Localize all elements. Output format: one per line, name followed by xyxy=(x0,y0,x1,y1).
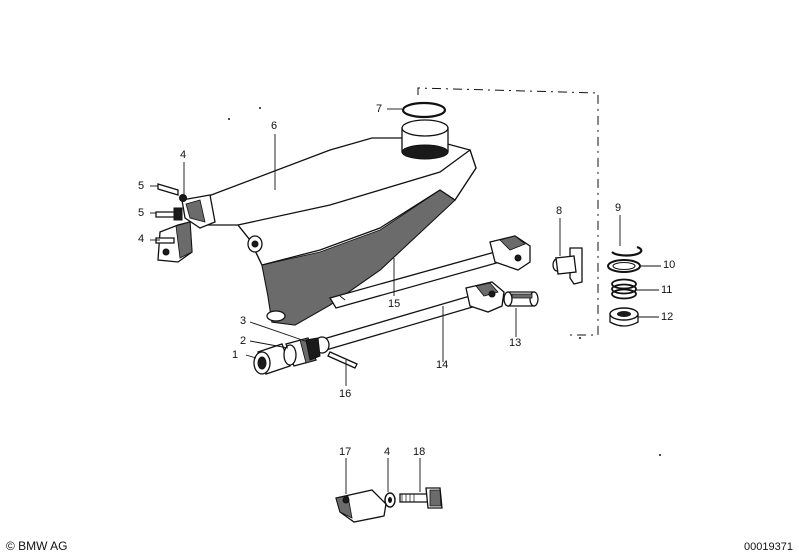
label-part-11: 11 xyxy=(661,284,673,296)
label-part-5-lower: 5 xyxy=(138,207,145,219)
label-part-3: 3 xyxy=(240,315,247,327)
part-16-pin xyxy=(327,351,358,369)
label-part-9: 9 xyxy=(615,202,622,214)
part-15-shift-rod xyxy=(329,235,531,309)
label-part-7: 7 xyxy=(376,103,383,115)
part-11-spring xyxy=(611,278,637,300)
label-part-1: 1 xyxy=(232,349,239,361)
label-part-13: 13 xyxy=(509,337,522,349)
copyright-text: © BMW AG xyxy=(6,539,68,553)
speck xyxy=(228,118,230,120)
part-9-circlip xyxy=(611,245,643,257)
label-part-15: 15 xyxy=(388,298,401,310)
label-part-17: 17 xyxy=(339,446,352,458)
part-6-housing xyxy=(181,119,477,326)
leader-lines xyxy=(150,108,661,494)
speck xyxy=(579,337,581,339)
label-part-8: 8 xyxy=(556,205,563,217)
label-part-14: 14 xyxy=(436,359,449,371)
part-12-bushing xyxy=(609,307,639,327)
label-part-6: 6 xyxy=(271,120,278,132)
part-18-bolt xyxy=(399,487,443,509)
part-14-shift-rod xyxy=(314,281,505,354)
label-part-4-mid: 4 xyxy=(138,233,145,245)
part-1-bushing xyxy=(253,343,291,375)
speck xyxy=(659,454,661,456)
label-part-5-upper: 5 xyxy=(138,180,145,192)
part-7-ring xyxy=(401,101,447,119)
part-10-washer xyxy=(607,259,641,273)
label-part-10: 10 xyxy=(663,259,676,271)
label-part-2: 2 xyxy=(240,335,247,347)
part-17-clamp xyxy=(335,489,387,523)
part-4-washer xyxy=(384,492,396,508)
speck xyxy=(259,107,261,109)
part-8-pin xyxy=(552,247,583,285)
group-bracket-line xyxy=(417,87,599,336)
label-part-12: 12 xyxy=(661,311,674,323)
label-part-16: 16 xyxy=(339,388,352,400)
label-part-18: 18 xyxy=(413,446,426,458)
part-3-ball-socket xyxy=(305,337,321,361)
diagram-number: 00019371 xyxy=(744,541,793,553)
label-part-4-bottom: 4 xyxy=(384,446,391,458)
part-13-sleeve xyxy=(503,291,539,307)
mount-bracket xyxy=(155,183,193,263)
label-part-4-top: 4 xyxy=(180,149,187,161)
